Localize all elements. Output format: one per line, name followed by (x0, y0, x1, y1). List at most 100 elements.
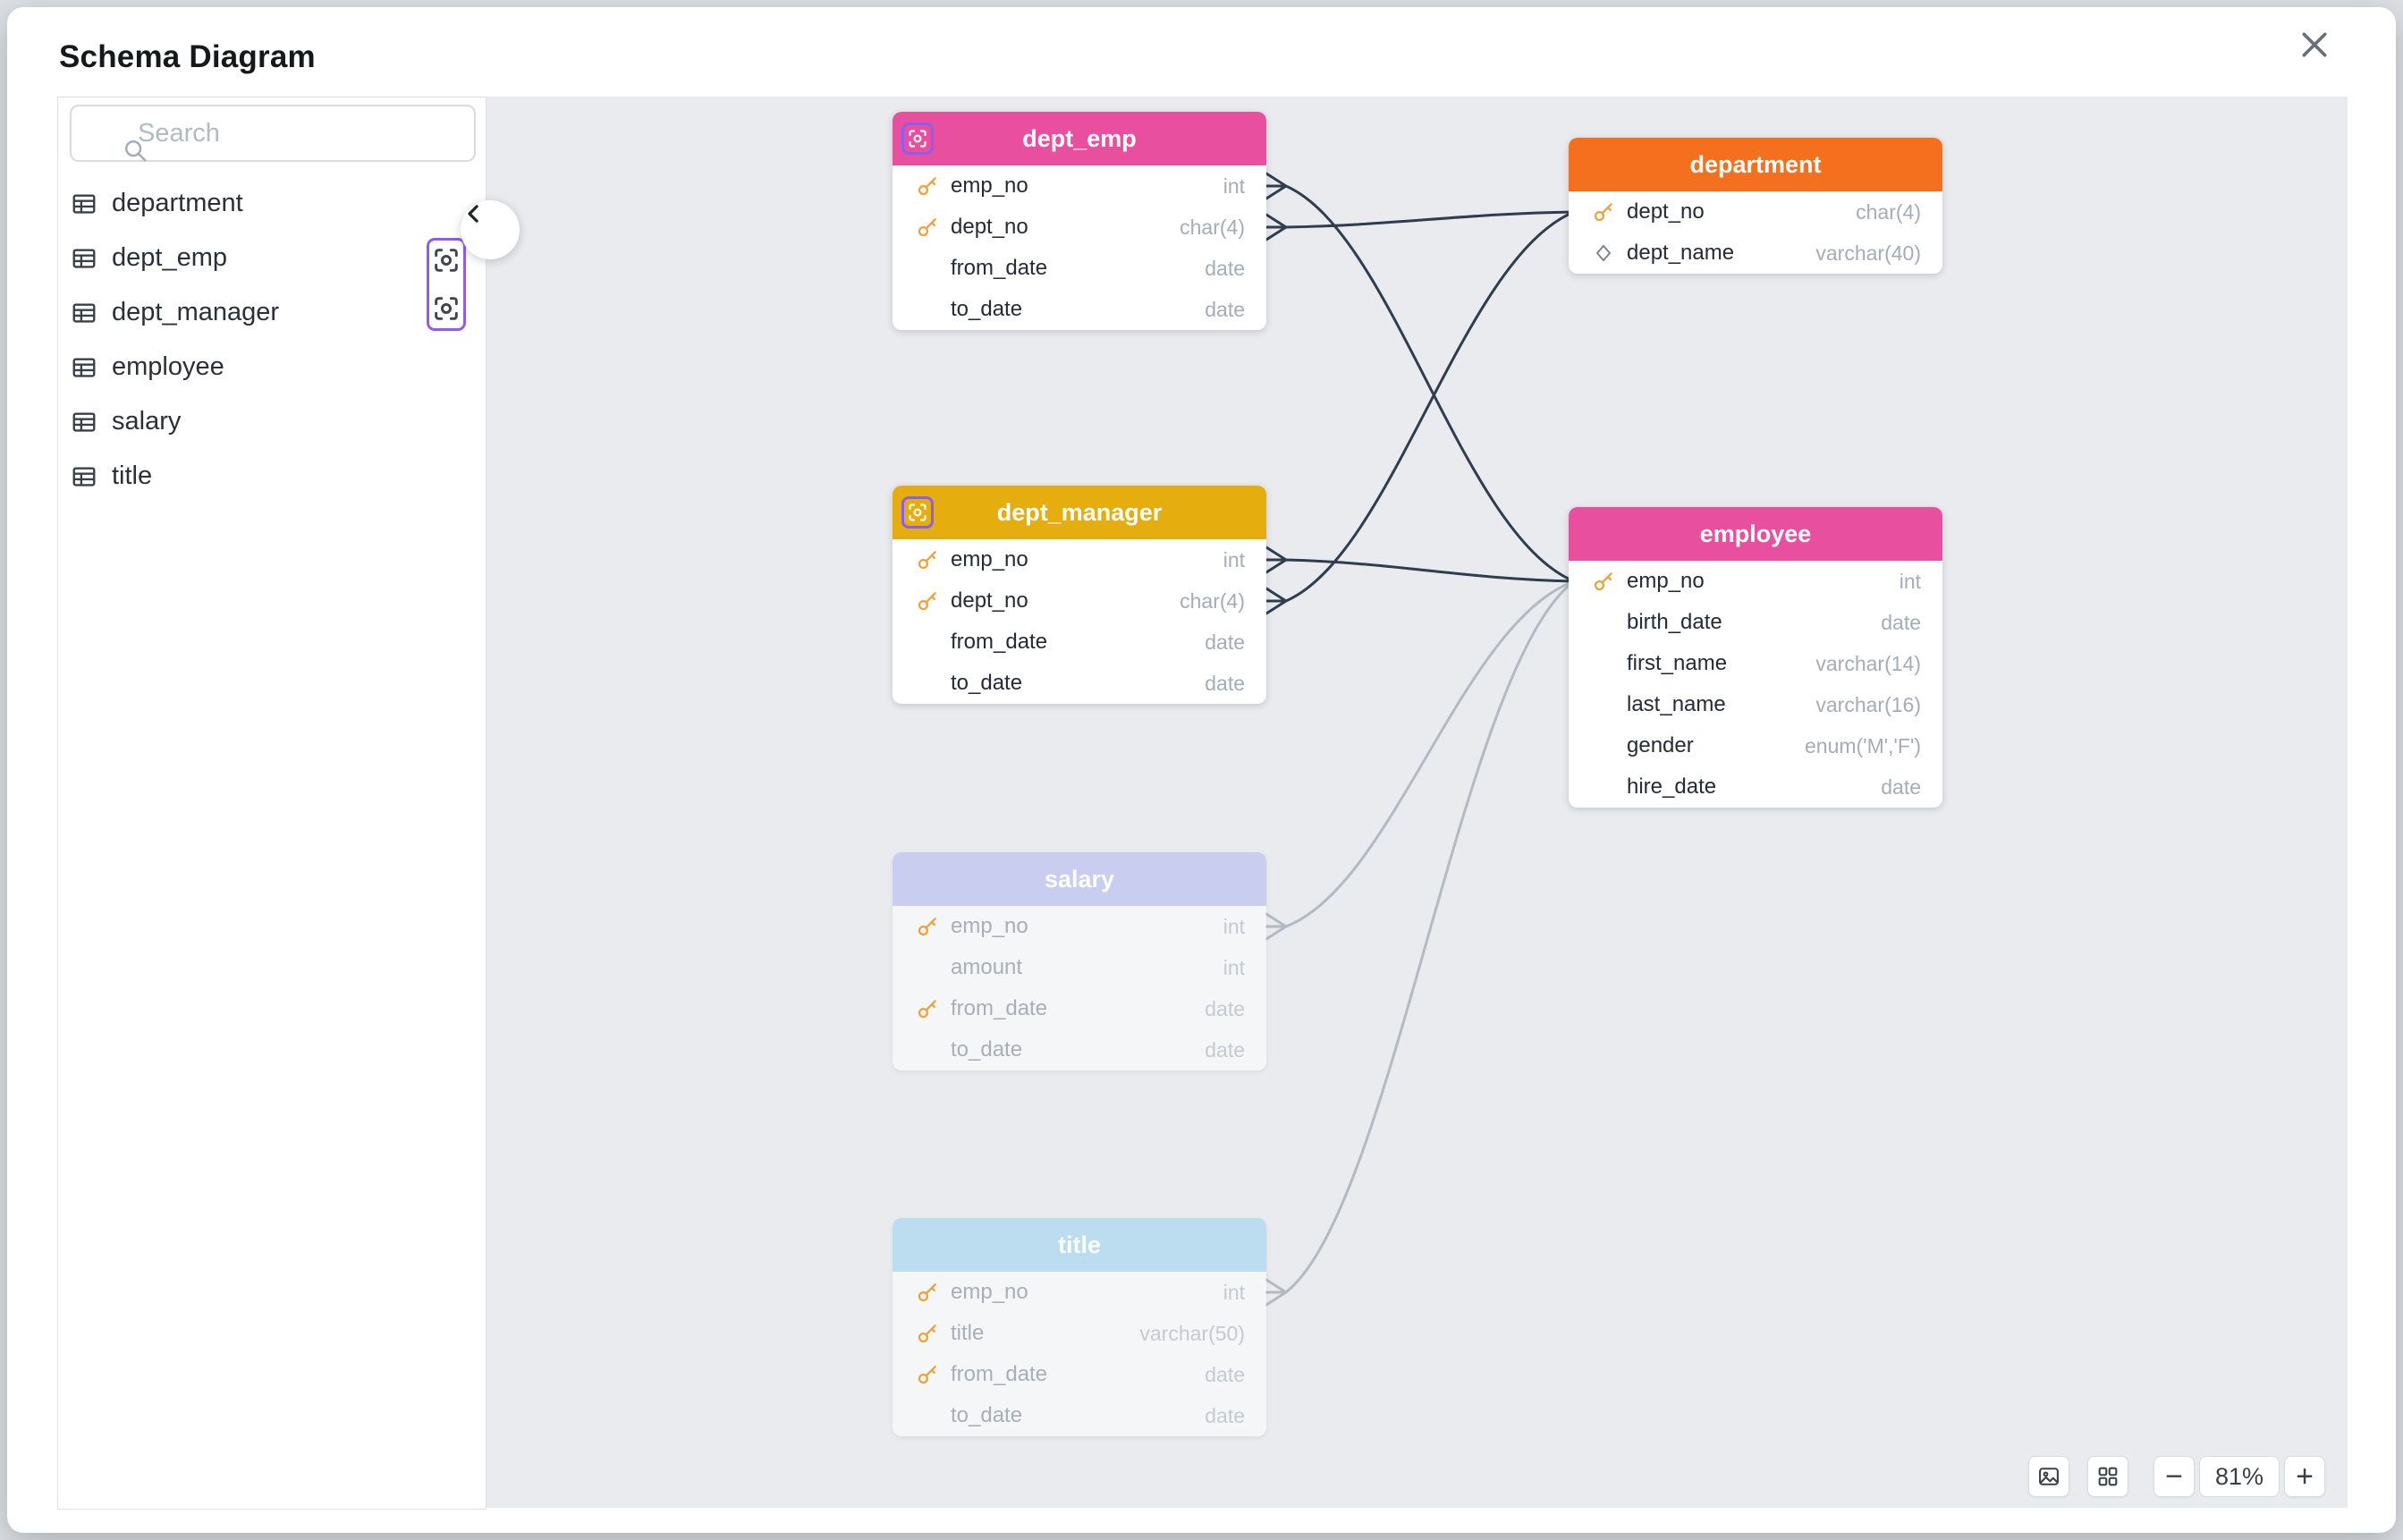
search-box (70, 105, 476, 162)
table-header-department[interactable]: department (1569, 138, 1942, 191)
close-button[interactable] (2297, 27, 2350, 80)
table-list: department dept_emp dept_manager employee sa… (58, 176, 486, 503)
relation-dept_emp.dept_no-to-department.dept_no (1265, 210, 1576, 241)
field-type: char(4) (1856, 199, 1921, 224)
field-type: varchar(40) (1815, 241, 1921, 265)
locate-table-icon-dept_manager[interactable] (432, 294, 461, 323)
image-icon (2036, 1464, 2061, 1489)
field-type: date (1205, 1362, 1245, 1386)
field-row-dept_manager-emp_no: emp_no int (893, 539, 1266, 580)
relation-title.emp_no-to-employee.emp_no (1265, 580, 1576, 1307)
export-image-button[interactable] (2028, 1456, 2069, 1497)
field-type: int (1223, 955, 1245, 979)
sidebar-item-dept_emp[interactable]: dept_emp (58, 231, 486, 285)
table-icon (71, 409, 97, 436)
sidebar-item-label: dept_manager (112, 298, 280, 326)
table-list-sidebar: department dept_emp dept_manager employee sa… (57, 97, 487, 1510)
table-title: department (1689, 150, 1822, 178)
arrange-grid-button[interactable] (2087, 1456, 2128, 1497)
table-title: dept_manager (996, 498, 1163, 526)
sidebar-item-label: employee (112, 352, 224, 381)
field-type: date (1205, 256, 1245, 280)
primary-key-icon (916, 1322, 939, 1345)
field-name: dept_no (951, 215, 1028, 239)
table-title: salary (1044, 865, 1115, 893)
locate-badge-dept_emp[interactable] (901, 123, 934, 155)
zoom-out-button[interactable]: − (2153, 1456, 2195, 1497)
locate-badge-dept_manager[interactable] (901, 496, 934, 529)
field-type: date (1205, 1403, 1245, 1427)
sidebar-item-title[interactable]: title (58, 449, 486, 503)
sidebar-item-label: title (112, 461, 153, 490)
zoom-in-button[interactable]: + (2284, 1456, 2325, 1497)
table-icon (71, 190, 97, 217)
field-name: from_date (951, 996, 1048, 1020)
field-name: from_date (951, 630, 1048, 654)
primary-key-icon (916, 216, 939, 239)
table-header-dept_emp[interactable]: dept_emp (893, 112, 1266, 165)
field-name: emp_no (1627, 569, 1705, 593)
field-row-dept_manager-from_date: from_date date (893, 622, 1266, 663)
field-type: int (1223, 914, 1245, 938)
field-type: char(4) (1180, 215, 1245, 239)
chevron-left-icon (461, 200, 520, 259)
sidebar-item-dept_manager[interactable]: dept_manager (58, 285, 486, 340)
sidebar-item-department[interactable]: department (58, 176, 486, 231)
plus-icon: + (2296, 1460, 2314, 1493)
sidebar-collapse-button[interactable] (461, 200, 520, 259)
field-type: date (1205, 297, 1245, 321)
locate-highlight-box (427, 238, 466, 331)
table-header-employee[interactable]: employee (1569, 507, 1942, 561)
field-type: int (1223, 547, 1245, 571)
table-header-salary[interactable]: salary (893, 852, 1266, 906)
primary-key-icon (916, 915, 939, 938)
field-type: varchar(14) (1815, 651, 1921, 675)
field-type: date (1881, 774, 1921, 799)
field-type: enum('M','F') (1804, 733, 1921, 757)
schema-diagram-dialog: Schema Diagram department dept_emp dept_ma… (7, 7, 2396, 1533)
relation-dept_manager.dept_no-to-department.dept_no (1265, 210, 1576, 615)
table-title: employee (1699, 520, 1812, 547)
field-name: emp_no (951, 173, 1028, 198)
sidebar-item-salary[interactable]: salary (58, 394, 486, 449)
field-name: emp_no (951, 1280, 1028, 1304)
zoom-level: 81% (2199, 1456, 2280, 1497)
field-type: date (1205, 1037, 1245, 1062)
locate-table-icon-dept_emp[interactable] (432, 246, 461, 275)
relation-wires (1265, 172, 1576, 1307)
sidebar-item-employee[interactable]: employee (58, 340, 486, 394)
field-type: int (1223, 1280, 1245, 1304)
minus-icon: − (2165, 1460, 2183, 1493)
primary-key-icon (916, 589, 939, 613)
field-row-salary-from_date: from_date date (893, 988, 1266, 1029)
primary-key-icon (916, 1363, 939, 1386)
field-type: date (1205, 996, 1245, 1020)
search-input[interactable] (72, 106, 474, 160)
table-icon (71, 463, 97, 490)
table-header-dept_manager[interactable]: dept_manager (893, 486, 1266, 539)
field-name: title (951, 1321, 985, 1345)
field-name: from_date (951, 256, 1048, 280)
field-type: char(4) (1180, 588, 1245, 613)
table-header-title[interactable]: title (893, 1218, 1266, 1272)
sidebar-item-label: department (112, 189, 243, 217)
dialog-title: Schema Diagram (59, 39, 316, 74)
field-name: emp_no (951, 547, 1028, 571)
field-type: date (1205, 630, 1245, 654)
canvas-controls: − 81% + (2028, 1456, 2325, 1497)
field-name: to_date (951, 1403, 1023, 1427)
